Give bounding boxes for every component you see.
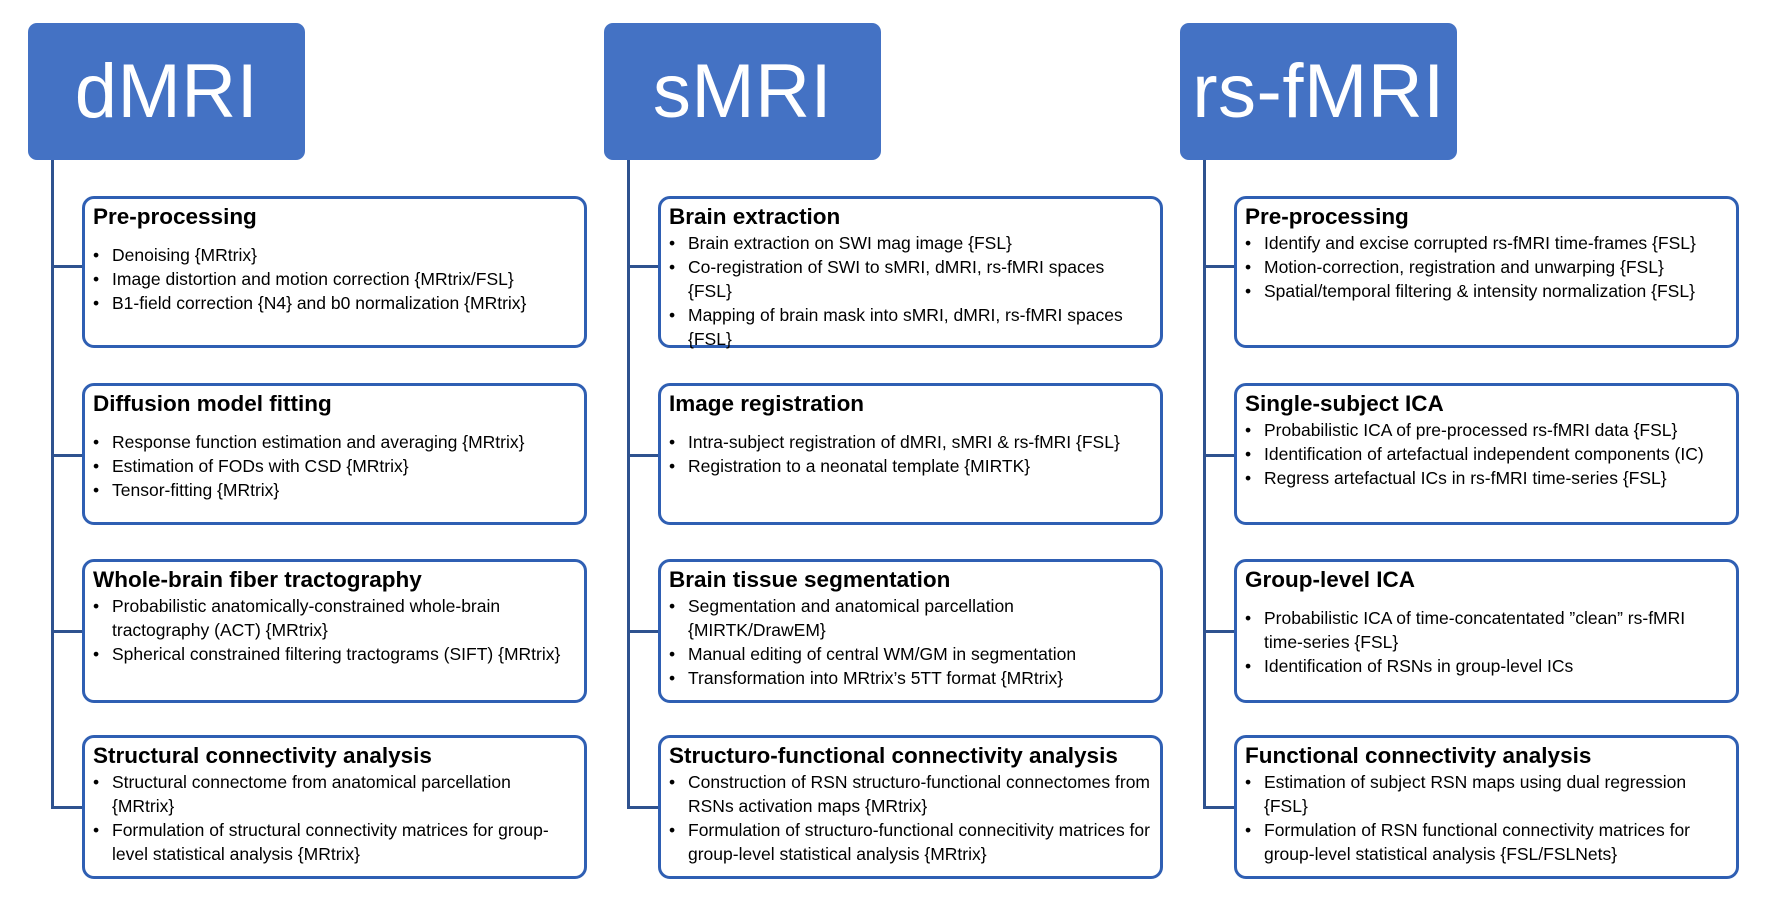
list-item: Tensor-fitting {MRtrix}: [93, 478, 576, 502]
box-title: Brain extraction: [669, 204, 841, 229]
box-dmri-preprocessing: Pre-processing Denoising {MRtrix} Image …: [82, 196, 587, 348]
box-title: Functional connectivity analysis: [1245, 743, 1592, 768]
list-item: B1-field correction {N4} and b0 normaliz…: [93, 291, 576, 315]
list-item: Identify and excise corrupted rs-fMRI ti…: [1245, 231, 1728, 255]
box-list: Intra-subject registration of dMRI, sMRI…: [669, 430, 1152, 478]
box-title: Image registration: [669, 391, 865, 416]
connector-line: [1203, 630, 1234, 633]
header-smri-label: sMRI: [652, 48, 833, 134]
list-item: Brain extraction on SWI mag image {FSL}: [669, 231, 1152, 255]
connector-line: [627, 265, 658, 268]
list-item: Probabilistic ICA of pre-processed rs-fM…: [1245, 418, 1728, 442]
column-rs-fmri: rs-fMRI Pre-processing Identify and exci…: [1180, 0, 1750, 909]
box-list: Denoising {MRtrix} Image distortion and …: [93, 243, 576, 315]
box-list: Segmentation and anatomical parcellation…: [669, 594, 1152, 690]
header-smri: sMRI: [604, 23, 881, 160]
connector-line: [627, 806, 658, 809]
box-dmri-model-fitting: Diffusion model fitting Response functio…: [82, 383, 587, 525]
list-item: Formulation of structural connectivity m…: [93, 818, 576, 866]
list-item: Co-registration of SWI to sMRI, dMRI, rs…: [669, 255, 1152, 303]
list-item: Probabilistic anatomically-constrained w…: [93, 594, 576, 642]
box-list: Construction of RSN structuro-functional…: [669, 770, 1152, 866]
list-item: Construction of RSN structuro-functional…: [669, 770, 1152, 818]
box-smri-brain-extraction: Brain extraction Brain extraction on SWI…: [658, 196, 1163, 351]
spine-line: [627, 160, 630, 808]
box-fmri-group-level-ica: Group-level ICA Probabilistic ICA of tim…: [1234, 559, 1739, 703]
list-item: Probabilistic ICA of time-concatentated …: [1245, 606, 1728, 654]
box-title: Diffusion model fitting: [93, 391, 332, 416]
header-rs-fmri: rs-fMRI: [1180, 23, 1457, 160]
list-item: Intra-subject registration of dMRI, sMRI…: [669, 430, 1152, 454]
list-item: Spherical constrained filtering tractogr…: [93, 642, 576, 666]
connector-line: [627, 454, 658, 457]
box-title: Structuro-functional connectivity analys…: [669, 743, 1118, 768]
box-smri-segmentation: Brain tissue segmentation Segmentation a…: [658, 559, 1163, 703]
box-fmri-single-subject-ica: Single-subject ICA Probabilistic ICA of …: [1234, 383, 1739, 525]
list-item: Identification of RSNs in group-level IC…: [1245, 654, 1728, 678]
box-list: Probabilistic anatomically-constrained w…: [93, 594, 576, 666]
list-item: Formulation of structuro-functional conn…: [669, 818, 1152, 866]
box-title: Whole-brain fiber tractography: [93, 567, 422, 592]
list-item: Estimation of FODs with CSD {MRtrix}: [93, 454, 576, 478]
list-item: Regress artefactual ICs in rs-fMRI time-…: [1245, 466, 1728, 490]
spine-line: [51, 160, 54, 808]
connector-line: [51, 806, 82, 809]
box-title: Group-level ICA: [1245, 567, 1416, 592]
connector-line: [627, 630, 658, 633]
box-smri-structuro-functional: Structuro-functional connectivity analys…: [658, 735, 1163, 879]
box-list: Probabilistic ICA of time-concatentated …: [1245, 606, 1728, 678]
list-item: Motion-correction, registration and unwa…: [1245, 255, 1728, 279]
list-item: Transformation into MRtrix’s 5TT format …: [669, 666, 1152, 690]
list-item: Mapping of brain mask into sMRI, dMRI, r…: [669, 303, 1152, 351]
list-item: Segmentation and anatomical parcellation…: [669, 594, 1152, 642]
connector-line: [1203, 806, 1234, 809]
list-item: Identification of artefactual independen…: [1245, 442, 1728, 466]
connector-line: [51, 454, 82, 457]
box-title: Pre-processing: [1245, 204, 1409, 229]
box-title: Pre-processing: [93, 204, 257, 229]
box-list: Estimation of subject RSN maps using dua…: [1245, 770, 1728, 866]
header-dmri-label: dMRI: [74, 48, 259, 134]
list-item: Estimation of subject RSN maps using dua…: [1245, 770, 1728, 818]
list-item: Formulation of RSN functional connectivi…: [1245, 818, 1728, 866]
box-dmri-tractography: Whole-brain fiber tractography Probabili…: [82, 559, 587, 703]
box-title: Brain tissue segmentation: [669, 567, 951, 592]
list-item: Structural connectome from anatomical pa…: [93, 770, 576, 818]
list-item: Manual editing of central WM/GM in segme…: [669, 642, 1152, 666]
header-rs-fmri-label: rs-fMRI: [1192, 48, 1445, 134]
connector-line: [51, 630, 82, 633]
box-list: Response function estimation and averagi…: [93, 430, 576, 502]
header-dmri: dMRI: [28, 23, 305, 160]
box-fmri-functional-connectivity: Functional connectivity analysis Estimat…: [1234, 735, 1739, 879]
box-list: Structural connectome from anatomical pa…: [93, 770, 576, 866]
list-item: Denoising {MRtrix}: [93, 243, 576, 267]
box-list: Probabilistic ICA of pre-processed rs-fM…: [1245, 418, 1728, 490]
box-dmri-connectivity: Structural connectivity analysis Structu…: [82, 735, 587, 879]
box-fmri-preprocessing: Pre-processing Identify and excise corru…: [1234, 196, 1739, 348]
list-item: Registration to a neonatal template {MIR…: [669, 454, 1152, 478]
column-dmri: dMRI Pre-processing Denoising {MRtrix} I…: [28, 0, 598, 909]
connector-line: [1203, 454, 1234, 457]
list-item: Image distortion and motion correction {…: [93, 267, 576, 291]
connector-line: [51, 265, 82, 268]
list-item: Response function estimation and averagi…: [93, 430, 576, 454]
list-item: Spatial/temporal filtering & intensity n…: [1245, 279, 1728, 303]
box-smri-registration: Image registration Intra-subject registr…: [658, 383, 1163, 525]
connector-line: [1203, 265, 1234, 268]
column-smri: sMRI Brain extraction Brain extraction o…: [604, 0, 1174, 909]
box-list: Identify and excise corrupted rs-fMRI ti…: [1245, 231, 1728, 303]
box-list: Brain extraction on SWI mag image {FSL} …: [669, 231, 1152, 351]
box-title: Structural connectivity analysis: [93, 743, 432, 768]
box-title: Single-subject ICA: [1245, 391, 1444, 416]
spine-line: [1203, 160, 1206, 808]
